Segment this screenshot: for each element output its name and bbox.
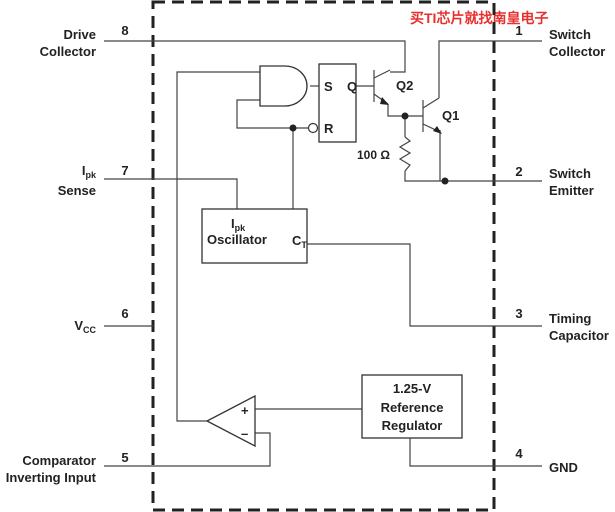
pin-8-label-line1: Drive xyxy=(63,27,96,42)
ipk-oscillator-block: Ipk Oscillator CT xyxy=(201,208,308,264)
pin-7-ipk-sense: 7 Ipk Sense xyxy=(58,163,153,198)
oscillator-ct-label: CT xyxy=(292,233,307,250)
sr-latch: S Q R xyxy=(307,63,357,143)
reference-line1: 1.25-V xyxy=(393,381,432,396)
pin-5-label-line1: Comparator xyxy=(22,453,96,468)
q1-emitter-arrow-icon xyxy=(433,126,442,134)
pin-2-switch-emitter: 2 Switch Emitter xyxy=(494,164,594,198)
and-gate xyxy=(259,65,308,107)
pin-1-number: 1 xyxy=(515,23,522,38)
pin-3-timing-capacitor: 3 Timing Capacitor xyxy=(494,306,609,343)
transistor-q2: Q2 xyxy=(373,69,413,105)
transistor-q1: Q1 xyxy=(422,97,459,134)
watermark-text: 买TI芯片就找南皇电子 xyxy=(410,10,548,26)
pin-7-label-line1: Ipk xyxy=(82,163,97,180)
pin-1-label-line2: Collector xyxy=(549,44,605,59)
latch-q-label: Q xyxy=(347,79,357,94)
pin-8-label-line2: Collector xyxy=(40,44,96,59)
resistor-100-ohm: 100 Ω xyxy=(357,136,412,172)
oscillator-title: Oscillator xyxy=(207,232,267,247)
pin-3-label-line1: Timing xyxy=(549,311,591,326)
q1-label: Q1 xyxy=(442,108,459,123)
pin-6-label: VCC xyxy=(74,318,96,335)
junction-dot-emitter xyxy=(441,177,449,185)
pin-5-comparator-inverting-input: 5 Comparator Inverting Input xyxy=(6,450,153,485)
package-outline xyxy=(151,0,496,512)
pin-6-vcc: 6 VCC xyxy=(74,306,153,335)
q2-emitter-arrow-icon xyxy=(380,97,389,105)
comparator-minus-label: – xyxy=(241,426,248,441)
pin-6-number: 6 xyxy=(121,306,128,321)
pin-7-number: 7 xyxy=(121,163,128,178)
pin-8-drive-collector: 8 Drive Collector xyxy=(40,23,153,59)
internal-wiring xyxy=(153,40,494,467)
reference-line3: Regulator xyxy=(382,418,443,433)
pin-5-label-line2: Inverting Input xyxy=(6,470,97,485)
resistor-label: 100 Ω xyxy=(357,148,390,162)
latch-r-label: R xyxy=(324,121,334,136)
pin-4-label: GND xyxy=(549,460,578,475)
pin-8-number: 8 xyxy=(121,23,128,38)
pin-2-number: 2 xyxy=(515,164,522,179)
pin-5-number: 5 xyxy=(121,450,128,465)
pin-3-number: 3 xyxy=(515,306,522,321)
pin-1-label-line1: Switch xyxy=(549,27,591,42)
pin-1-switch-collector: 1 Switch Collector xyxy=(494,23,605,59)
reference-line2: Reference xyxy=(381,400,444,415)
latch-s-label: S xyxy=(324,79,333,94)
reference-regulator-block: 1.25-V Reference Regulator xyxy=(361,374,463,439)
latch-r-inversion-bubble xyxy=(307,122,319,134)
comparator-opamp: + – xyxy=(205,394,256,448)
pin-4-gnd: 4 GND xyxy=(494,446,578,475)
pin-4-number: 4 xyxy=(515,446,523,461)
junction-dot-q1-base xyxy=(401,112,409,120)
pin-7-label-line2: Sense xyxy=(58,183,96,198)
comparator-plus-label: + xyxy=(241,403,249,418)
pin-2-label-line1: Switch xyxy=(549,166,591,181)
pin-3-label-line2: Capacitor xyxy=(549,328,609,343)
pin-2-label-line2: Emitter xyxy=(549,183,594,198)
junction-dot-r xyxy=(289,124,297,132)
oscillator-ipk-label: Ipk xyxy=(231,216,246,233)
q2-label: Q2 xyxy=(396,78,413,93)
